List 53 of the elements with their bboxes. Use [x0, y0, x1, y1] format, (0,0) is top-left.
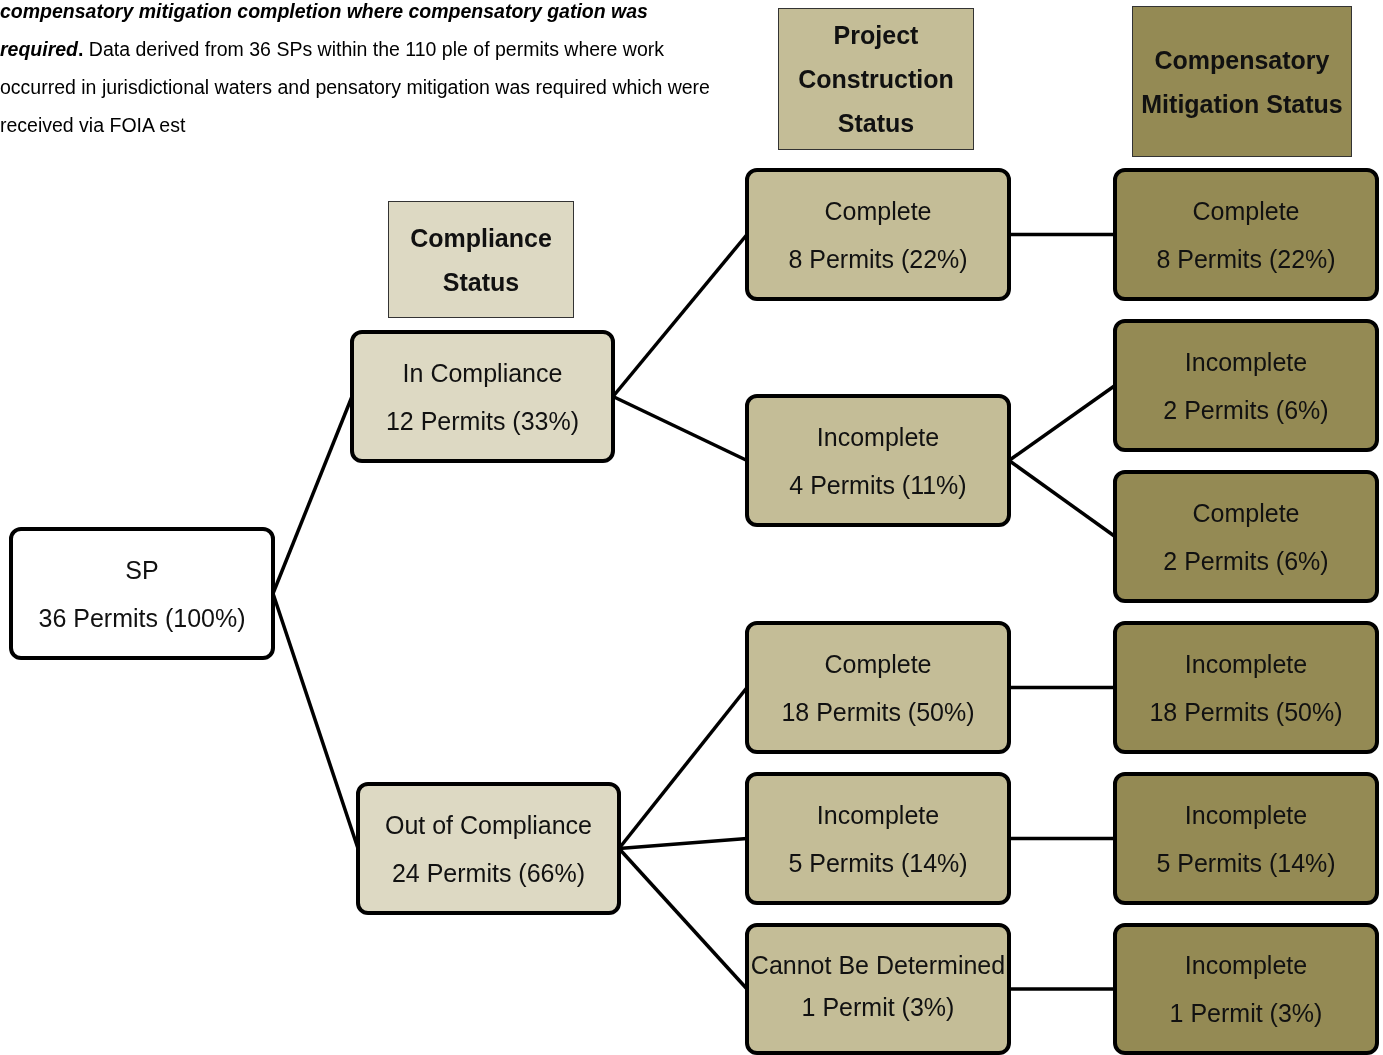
- status-label: Complete: [1192, 497, 1300, 529]
- count-label: 2 Permits (6%): [1163, 545, 1329, 577]
- status-label: Complete: [824, 648, 932, 680]
- header-box: [1132, 6, 1352, 157]
- count-label: 12 Permits (33%): [385, 405, 580, 437]
- status-label: SP: [125, 554, 159, 586]
- status-label: Incomplete: [1184, 950, 1308, 981]
- count-label: 1 Permit (3%): [801, 991, 955, 1023]
- connector-line: [1009, 232, 1115, 237]
- count-label: 18 Permits (50%): [1149, 696, 1343, 728]
- count-label: 2 Permits (6%): [1163, 394, 1329, 426]
- connector-line: [1009, 685, 1115, 690]
- count-label: 5 Permits (14%): [788, 847, 968, 879]
- status-box: [745, 772, 1011, 905]
- connector-line: [1009, 836, 1115, 841]
- status-label: Complete: [824, 195, 932, 227]
- count-label: 36 Permits (100%): [38, 602, 246, 634]
- root-box: [9, 527, 275, 660]
- status-box: [1113, 923, 1379, 1055]
- status-label: Incomplete: [1184, 648, 1308, 680]
- status-box: [1113, 319, 1379, 452]
- status-label: Incomplete: [1184, 346, 1308, 378]
- status-label: Cannot Be Determined: [750, 949, 1006, 981]
- status-box: [745, 394, 1011, 527]
- status-box: [745, 923, 1011, 1055]
- count-label: 8 Permits (22%): [1156, 243, 1336, 275]
- status-box: [1113, 470, 1379, 603]
- status-box: [1113, 168, 1379, 301]
- count-label: 24 Permits (66%): [391, 857, 586, 889]
- status-label: Complete: [1192, 195, 1300, 227]
- count-label: 5 Permits (14%): [1156, 847, 1336, 879]
- header-label: Compliance Status: [409, 222, 553, 298]
- count-label: 1 Permit (3%): [1169, 998, 1323, 1029]
- status-label: In Compliance: [402, 357, 563, 389]
- status-label: Incomplete: [1184, 799, 1308, 831]
- count-label: 18 Permits (50%): [781, 696, 975, 728]
- count-label: 4 Permits (11%): [789, 469, 967, 501]
- status-label: Out of Compliance: [384, 809, 592, 841]
- connector-line: [1009, 987, 1115, 991]
- status-label: Incomplete: [816, 799, 940, 831]
- status-box: [745, 621, 1011, 754]
- header-label: Compensatory Mitigation Status: [1140, 44, 1344, 120]
- status-label: Incomplete: [816, 421, 940, 453]
- header-label: Project Construction Status: [797, 20, 955, 139]
- status-box: [356, 782, 621, 915]
- status-box: [745, 168, 1011, 301]
- header-box: [778, 8, 974, 150]
- status-box: [1113, 772, 1379, 905]
- caption-text: compensatory mitigation completion where compensatory gation was required. Data derived from 36 SPs within the 110 ple of permits where work occurred in jurisdictional waters and pensatory mitigation was required which were received via FOIA est: [0, 0, 711, 138]
- count-label: 8 Permits (22%): [788, 243, 968, 275]
- status-box: [1113, 621, 1379, 754]
- status-box: [350, 330, 615, 463]
- header-box: [388, 201, 574, 318]
